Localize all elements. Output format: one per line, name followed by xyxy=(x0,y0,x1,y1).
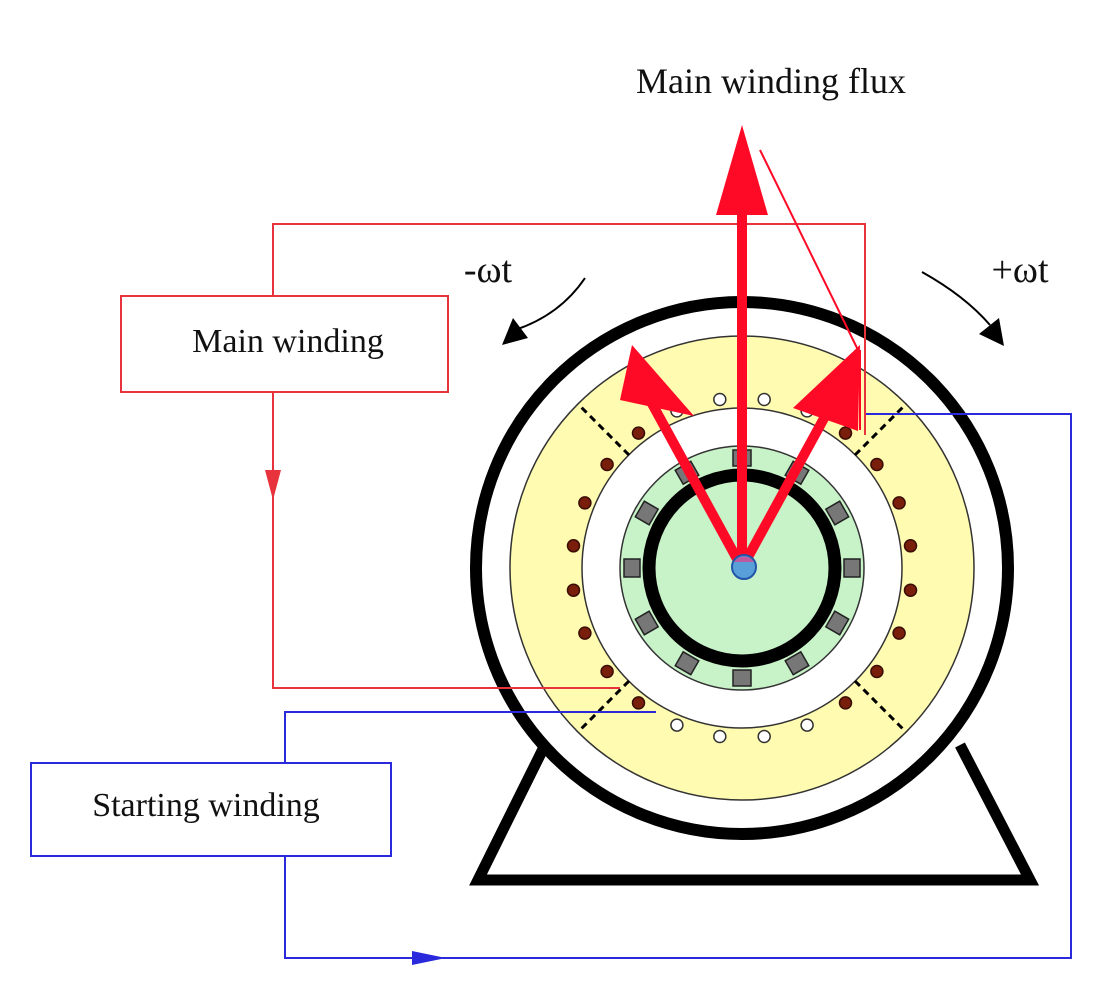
rotor-bar xyxy=(674,650,700,676)
main-winding-conductor xyxy=(600,457,614,472)
flux-arrows xyxy=(620,125,860,571)
rotor-bar xyxy=(824,610,850,636)
main-winding-conductor xyxy=(903,539,918,553)
main-winding-conductor xyxy=(892,496,906,510)
main-winding-conductor xyxy=(578,496,592,510)
main-winding-conductor xyxy=(600,664,614,679)
rotor-bar xyxy=(634,500,660,526)
rotor-bar xyxy=(824,500,850,526)
rotor-bar xyxy=(623,558,641,578)
main-winding-conductor xyxy=(631,696,646,710)
main-winding-box xyxy=(120,295,449,393)
main-winding-conductor xyxy=(566,539,581,553)
neg-flux-arrowhead xyxy=(620,345,694,416)
neg-rotation-arrow xyxy=(514,277,586,331)
starting-winding-conductor xyxy=(800,718,814,732)
main-winding-conductor xyxy=(870,664,884,679)
main-winding-conductor xyxy=(631,426,646,440)
starting-winding-label: Starting winding xyxy=(92,787,320,824)
starting-winding-conductor xyxy=(757,729,771,744)
starting-winding-conductor xyxy=(713,729,727,744)
starting-winding-conductor xyxy=(670,718,684,732)
rotor-bar xyxy=(634,610,660,636)
main-winding-conductor xyxy=(838,426,853,440)
main-winding-current-arrow xyxy=(265,470,281,500)
rotor-bar xyxy=(732,669,752,687)
main-flux-arrowhead xyxy=(716,125,768,215)
starting-winding-box xyxy=(30,762,392,857)
pos-flux-arrowhead xyxy=(793,345,860,431)
main-winding-conductor xyxy=(870,457,884,472)
pos-rotation-arrow xyxy=(921,271,991,326)
starting-winding-conductor xyxy=(757,392,771,407)
main-winding-conductor xyxy=(903,583,918,597)
main-winding-conductor xyxy=(838,696,853,710)
flux-resolution-line xyxy=(759,149,859,351)
main-winding-conductor xyxy=(566,583,581,597)
main-winding-conductor xyxy=(892,626,906,640)
stator-conductors xyxy=(566,392,918,744)
starting-winding-conductor xyxy=(713,392,727,407)
neg-rotation-arrowhead xyxy=(502,318,528,345)
main-winding-label: Main winding xyxy=(192,323,384,360)
flux-label: Main winding flux xyxy=(636,61,906,101)
starting-winding-wire-bottom xyxy=(284,413,1072,959)
pos-rotation-arrowhead xyxy=(979,318,1004,346)
main-winding-conductor xyxy=(578,626,592,640)
starting-winding-current-arrow xyxy=(412,951,446,965)
neg-rotation-label: -ωt xyxy=(464,249,513,291)
main-winding-wire-top xyxy=(272,223,866,435)
pos-rotation-label: +ωt xyxy=(992,249,1049,291)
rotor-bar xyxy=(784,650,810,676)
motor-base xyxy=(469,742,1040,886)
rotor-bar xyxy=(843,558,861,578)
shaft-highlight xyxy=(734,556,754,562)
stator-pole-dividers xyxy=(576,402,908,734)
starting-winding-wire-top xyxy=(284,711,656,763)
